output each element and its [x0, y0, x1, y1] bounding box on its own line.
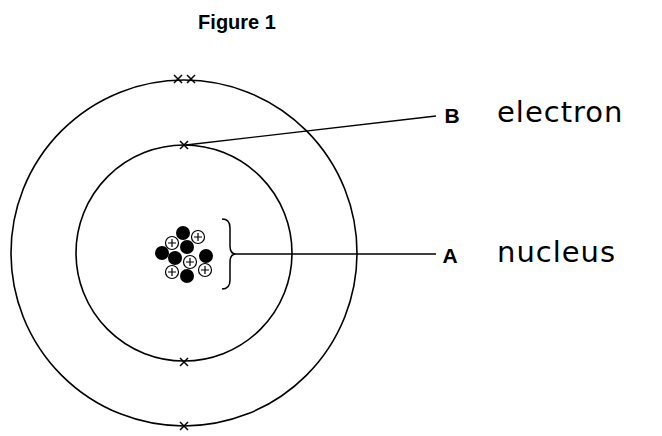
part-name: nucleus — [497, 238, 616, 267]
figure-title: Figure 1 — [198, 12, 276, 32]
leader-line — [236, 253, 436, 254]
part-name: electron — [497, 98, 623, 127]
inner-shell — [76, 145, 292, 361]
outer-shell — [11, 80, 357, 426]
callout-letter: B — [444, 105, 459, 126]
callout-letter: A — [442, 245, 457, 266]
leader-line — [186, 116, 436, 145]
nucleus-bracket — [222, 219, 236, 289]
nucleus-particles — [155, 226, 213, 283]
